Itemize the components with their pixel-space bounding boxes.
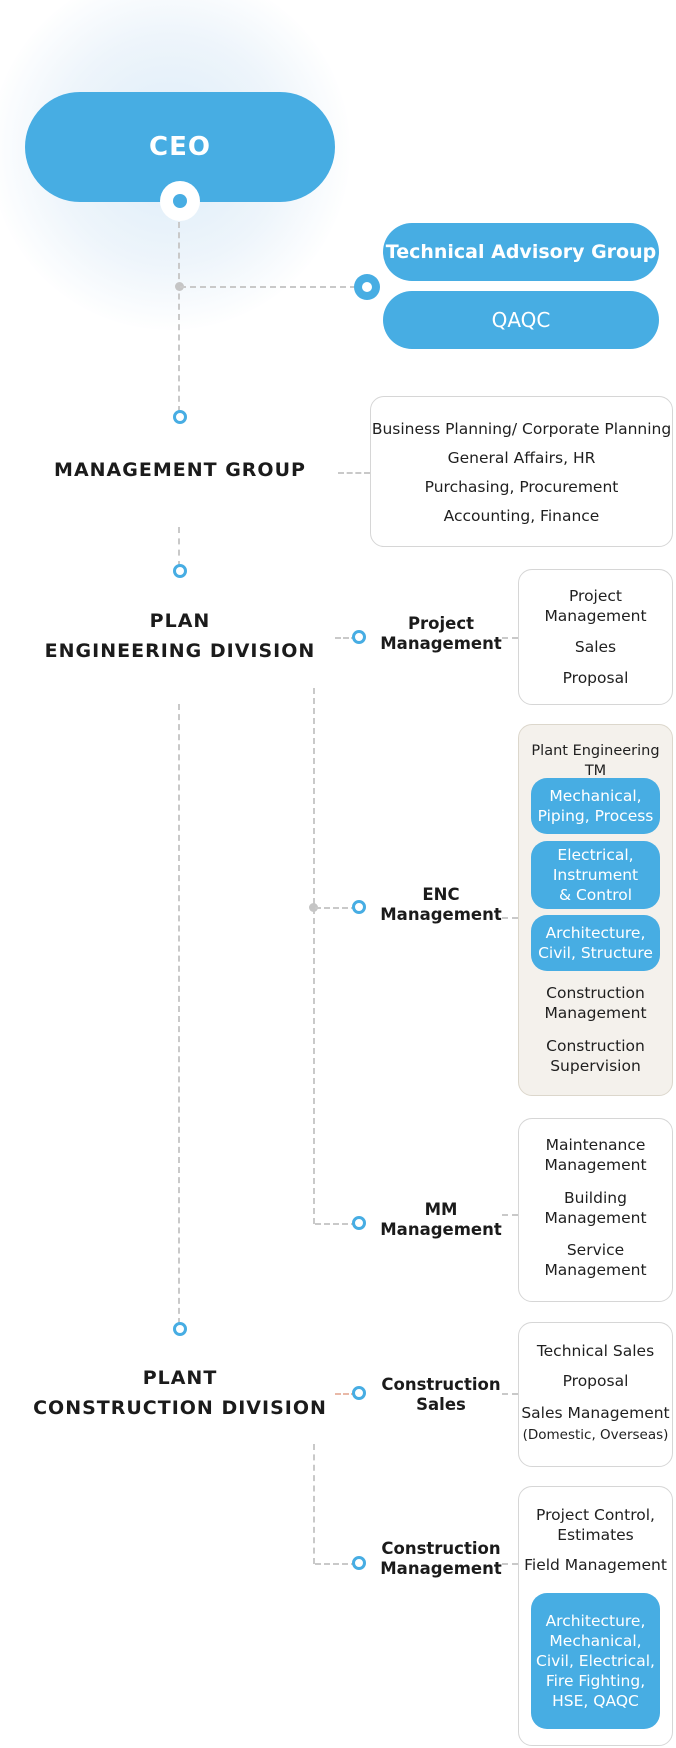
plan-sub-spine	[313, 688, 315, 1224]
cm-title-line1: Construction	[381, 1539, 501, 1558]
ceo-label: CEO	[149, 132, 211, 162]
mm-item: Service Management	[544, 1241, 647, 1279]
qaqc-label: QAQC	[491, 308, 551, 332]
mm-management-box: Maintenance Management Building Manageme…	[518, 1118, 673, 1302]
mg-item: Purchasing, Procurement	[424, 478, 619, 496]
cs-box-line	[502, 1393, 518, 1395]
enc-item: Construction Management	[544, 984, 647, 1022]
junction-dot	[175, 282, 184, 291]
technical-advisory-group-pill[interactable]: Technical Advisory Group	[383, 223, 659, 281]
enc-management-box: Plant Engineering TM Mechanical, Piping,…	[518, 724, 673, 1096]
pm-title-line1: Project	[407, 614, 475, 633]
enc-chip: Mechanical, Piping, Process	[531, 778, 660, 834]
cm-item: Project Control, Estimates	[536, 1506, 655, 1544]
enc-branch-line	[315, 907, 357, 909]
cs-item-note: (Domestic, Overseas)	[522, 1427, 669, 1443]
cm-item: Field Management	[524, 1556, 667, 1574]
cs-item: Technical Sales	[536, 1342, 655, 1360]
technical-advisory-group-label: Technical Advisory Group	[385, 241, 657, 263]
cs-dot	[352, 1386, 366, 1400]
project-management-box: Project Management Sales Proposal	[518, 569, 673, 705]
enc-item: Construction Supervision	[546, 1037, 645, 1075]
plan-engineering-title-line1: PLAN	[149, 610, 211, 632]
advisory-dot-inner	[362, 282, 372, 292]
pm-item: Proposal	[562, 669, 629, 687]
cs-item: Proposal	[562, 1372, 629, 1390]
plan-engineering-title-line2: ENGINEERING DIVISION	[44, 640, 316, 662]
cs-branch-line	[335, 1393, 357, 1395]
enc-title-line1: ENC	[422, 885, 460, 904]
enc-junction-dot	[309, 903, 318, 912]
enc-heading: Plant Engineering TM	[531, 743, 660, 779]
mm-title-line1: MM	[424, 1200, 458, 1219]
pm-item: Project Management	[544, 587, 647, 625]
cm-chip: Architecture, Mechanical, Civil, Electri…	[531, 1593, 660, 1729]
cs-item: Sales Management	[521, 1404, 670, 1422]
mg-dot	[173, 410, 187, 424]
plant-sub-spine	[313, 1444, 315, 1564]
plan-dot	[173, 564, 187, 578]
cs-title-line2: Sales	[416, 1395, 466, 1414]
cm-dot	[352, 1556, 366, 1570]
mm-box-line	[502, 1214, 518, 1216]
spine-ceo-mg	[178, 222, 180, 412]
enc-chip: Electrical, Instrument & Control	[531, 841, 660, 909]
pm-title-line2: Management	[380, 634, 502, 653]
management-group-box: Business Planning/ Corporate Planning Ge…	[370, 396, 673, 547]
construction-sales-box: Technical Sales Proposal Sales Managemen…	[518, 1322, 673, 1467]
spine-plan-plant	[178, 704, 180, 1324]
ceo-connector-dot-inner	[173, 194, 187, 208]
pm-item: Sales	[574, 638, 617, 656]
mm-item: Building Management	[544, 1189, 647, 1227]
mm-title-line2: Management	[380, 1220, 502, 1239]
construction-management-box: Project Control, Estimates Field Managem…	[518, 1486, 673, 1746]
cm-box-line	[502, 1563, 518, 1565]
cs-title-line1: Construction	[381, 1375, 501, 1394]
enc-chip: Architecture, Civil, Structure	[531, 915, 660, 971]
management-group-title: MANAGEMENT GROUP	[54, 459, 306, 481]
mg-item: General Affairs, HR	[447, 449, 596, 467]
cm-branch-line	[315, 1563, 357, 1565]
pm-box-line	[502, 637, 518, 639]
enc-box-line	[502, 917, 518, 919]
mg-item: Accounting, Finance	[443, 507, 600, 525]
qaqc-pill[interactable]: QAQC	[383, 291, 659, 349]
mg-item: Business Planning/ Corporate Planning	[371, 420, 672, 438]
ceo-advisory-line	[180, 286, 356, 288]
plant-dot	[173, 1322, 187, 1336]
mg-box-line	[338, 472, 370, 474]
mm-dot	[352, 1216, 366, 1230]
spine-mg-plan	[178, 527, 180, 567]
mm-item: Maintenance Management	[544, 1136, 647, 1174]
pm-branch-line	[335, 637, 357, 639]
mm-branch-line	[315, 1223, 357, 1225]
pm-dot	[352, 630, 366, 644]
enc-title-line2: Management	[380, 905, 502, 924]
cm-title-line2: Management	[380, 1559, 502, 1578]
plant-construction-title-line2: CONSTRUCTION DIVISION	[33, 1397, 327, 1419]
enc-dot	[352, 900, 366, 914]
plant-construction-title-line1: PLANT	[142, 1367, 218, 1389]
